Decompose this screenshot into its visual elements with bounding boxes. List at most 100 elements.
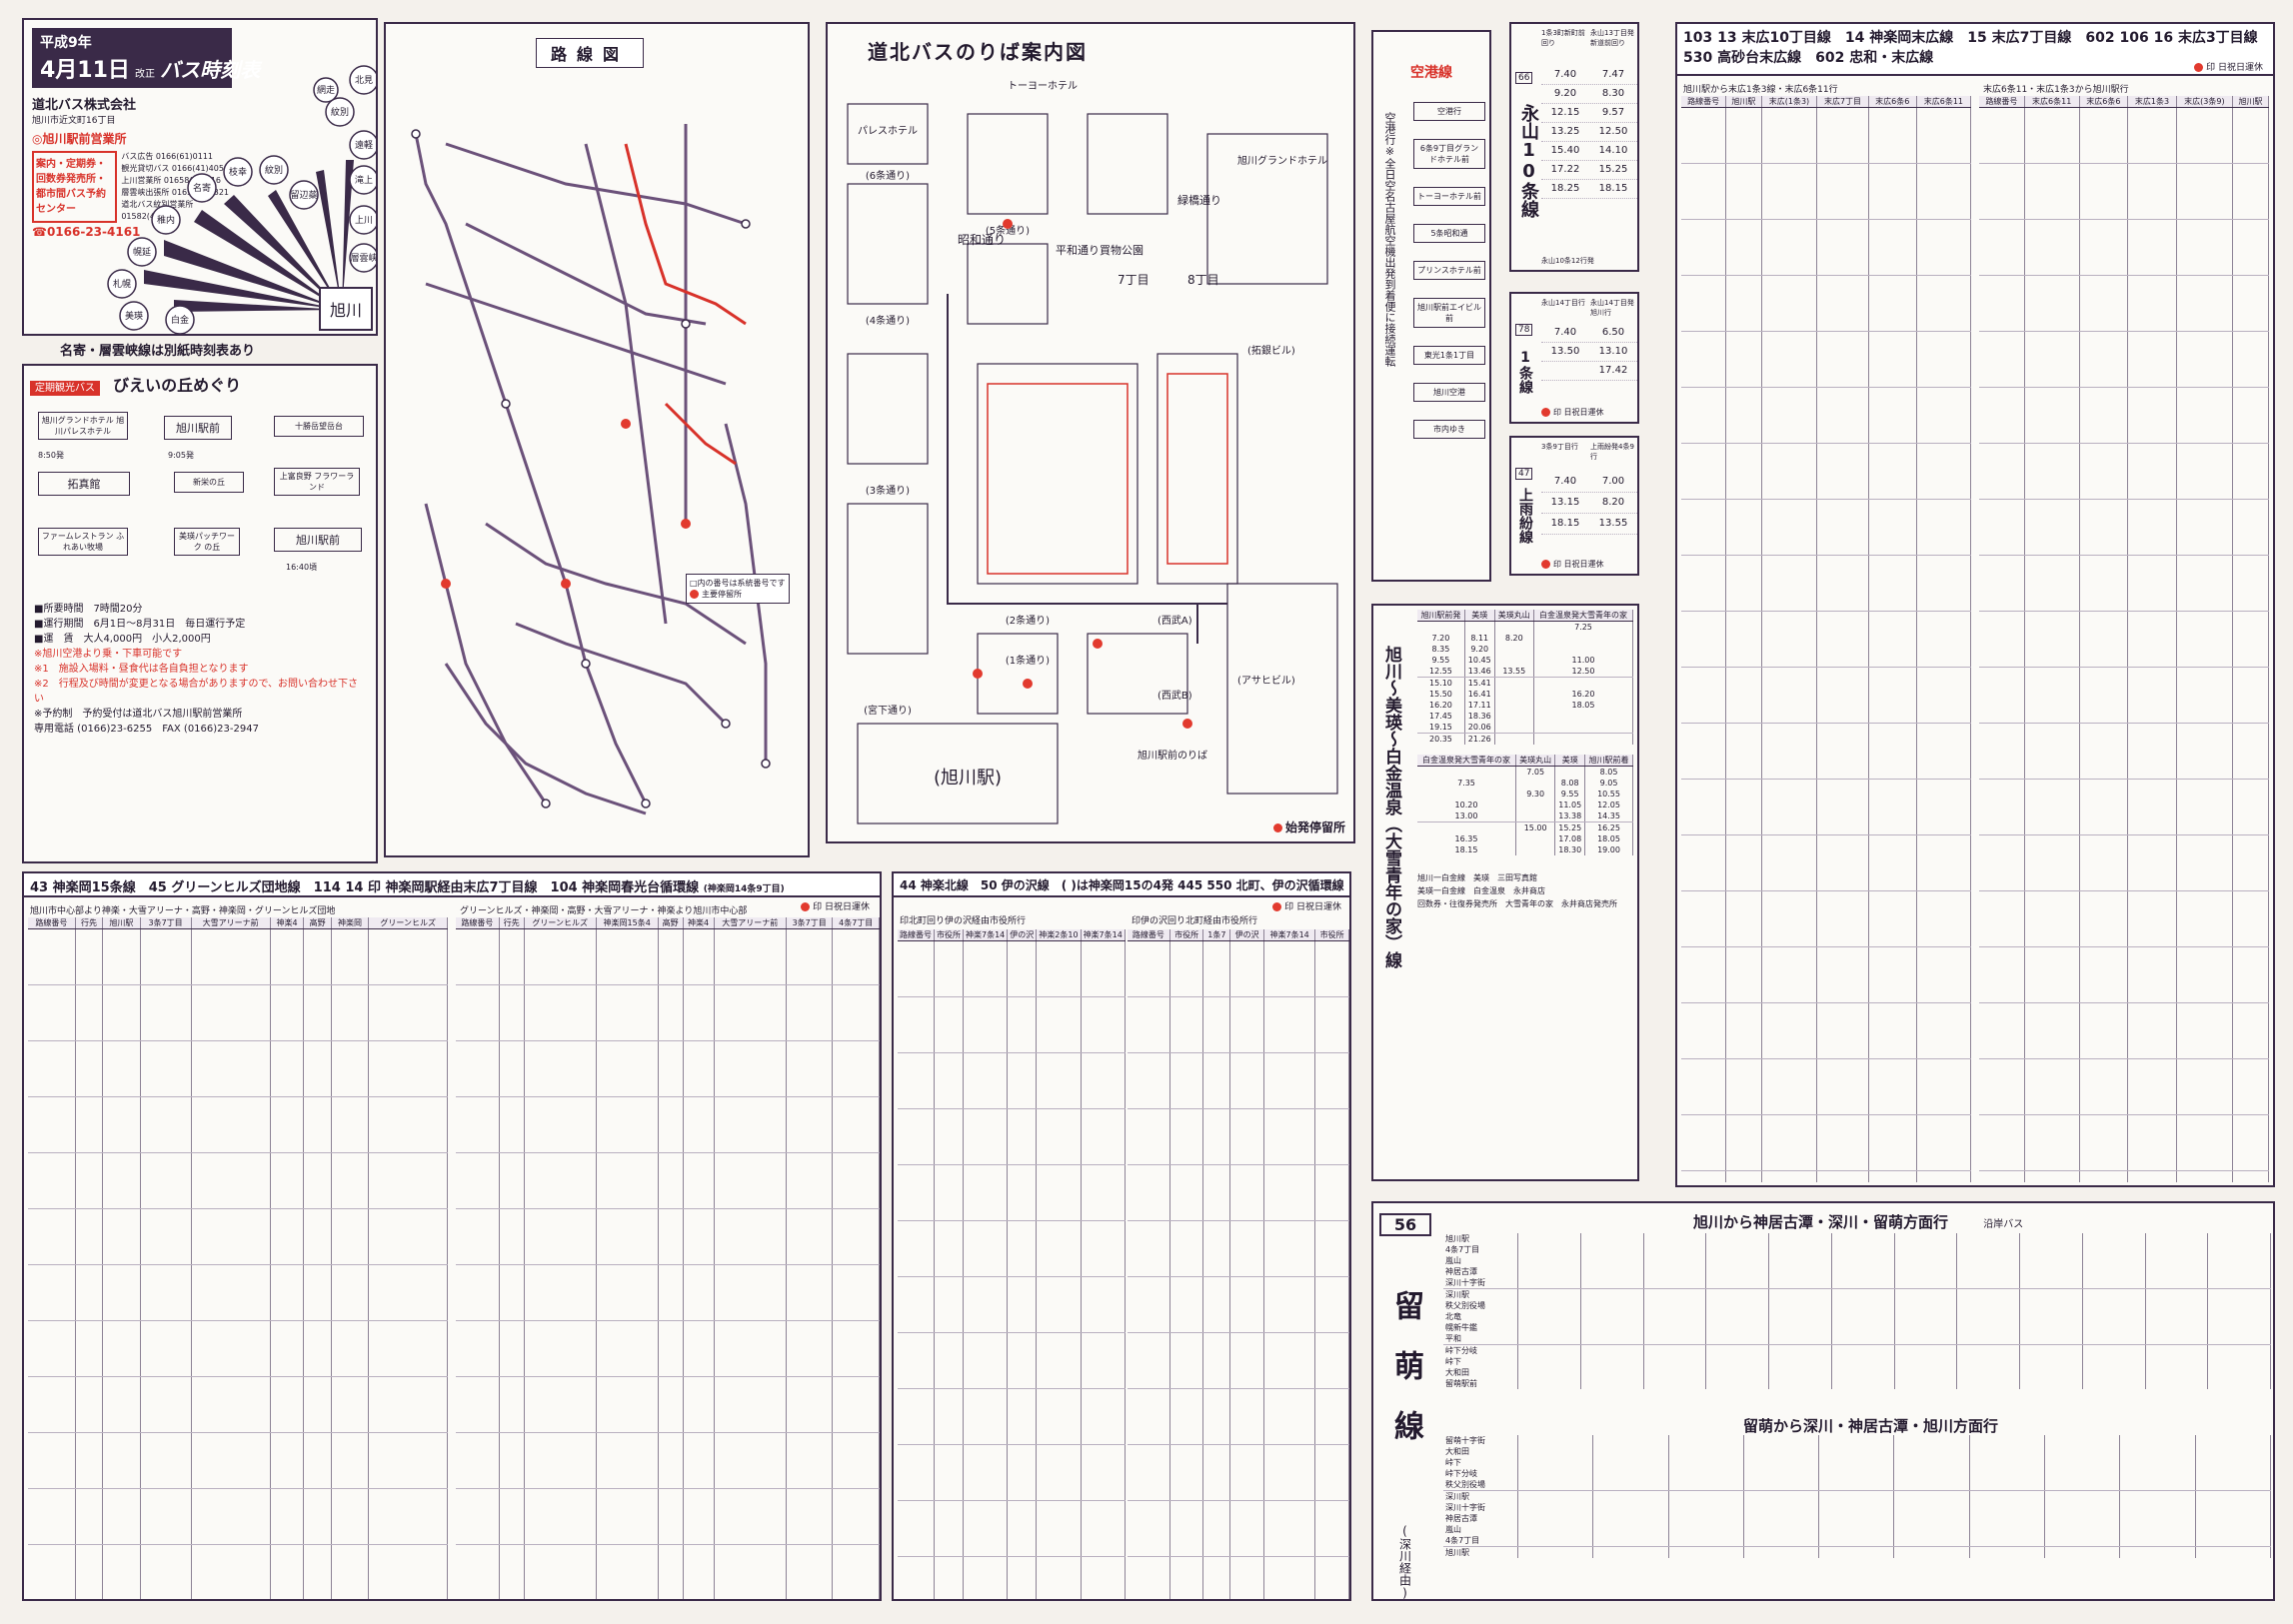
rumoi-title-1: 旭川から神居古潭・深川・留萌方面行 沿岸バス [1693,1213,2024,1231]
table-row: 大和田 [1443,1367,2271,1378]
tour-route: 旭川グランドホテル 旭川パレスホテル 8:50発 旭川駅前 9:05発 十勝岳望… [24,402,376,602]
table-row [898,1489,1126,1501]
kagurakita-title: 44 神楽北線 50 伊の沢線 ( )は神楽岡15の4発 445 550 北町、… [894,873,1349,897]
table-row: 4条7丁目 [1443,1535,2272,1547]
table-row [28,1556,448,1567]
kagurakita-caption: 印北町回り伊の沢経由市役所行 [900,916,1027,926]
table-row [1681,958,1972,969]
table-row [28,1544,448,1556]
table-row [28,1533,448,1545]
table-row [1681,779,1972,791]
column-header: 市役所 [1169,929,1204,941]
table-row [1128,1534,1349,1545]
kaguraoka-left-caption: 旭川市中心部より神楽・大雪アリーナ・高野・神楽岡・グリーンヒルズ団地 [30,906,336,916]
table-row [456,1208,880,1220]
table-row [1979,656,2269,668]
table-row [1979,197,2269,208]
guide-title: 道北バスのりば案内図 [868,40,1088,64]
table-row [1128,1008,1349,1019]
table-row [1681,555,1972,567]
table-row [1681,354,1972,365]
table-row [898,1187,1126,1198]
table-row [898,940,1126,952]
table-row [1681,421,1972,432]
table-row [1128,952,1349,963]
table-row [456,1164,880,1175]
svg-text:パレスホテル: パレスホテル [858,125,918,137]
table-row [1681,812,1972,823]
table-row [28,1141,448,1153]
table-row [1128,1590,1349,1599]
biei-agents: 旭川一白金線 美瑛 三田写真館美瑛一白金線 白金温泉 永井商店回数券・往復券発売… [1417,873,1617,908]
table-row [1681,1058,1972,1070]
table-row [1128,1467,1349,1478]
table-row [1128,1344,1349,1355]
column-header: 末広1条3 [2127,96,2177,108]
table-row: 深川駅 [1443,1288,2271,1300]
table-row [28,996,448,1007]
column-header: 伊の沢 [1007,929,1038,941]
table-row [1979,130,2269,141]
column-header: 路線番号 [1979,96,2025,108]
table-row [1681,902,1972,913]
table-row [1681,499,1972,511]
table-row [28,1444,448,1455]
biei-panel: 旭川〜美瑛〜白金温泉（大雪青年の家）線 旭川駅前発美瑛美瑛丸山白金温泉発大雪青年… [1371,604,1639,1181]
table-row [28,1096,448,1108]
table-row [1681,757,1972,768]
table-row [898,1232,1126,1243]
table-row [1979,823,2269,835]
table-row [1979,119,2269,130]
table-row [1128,1153,1349,1165]
table-row [898,1310,1126,1321]
column-header: 末広6条6 [2079,96,2129,108]
table-row [1979,533,2269,544]
table-row [898,985,1126,997]
table-row [1128,1131,1349,1142]
tour-info: ■所要時間 7時間20分■運行期間 6月1日〜8月31日 毎日運行予定■運 賃 … [34,604,359,735]
table-row [28,940,448,951]
table-row [898,1008,1126,1019]
airport-title: 空港線 [1410,65,1452,81]
table-row [1128,1176,1349,1187]
svg-text:幌延: 幌延 [133,246,151,258]
kamiamakusa-num: 47 [1515,468,1533,480]
table-row [1979,834,2269,846]
table-row [1681,890,1972,902]
table-row [1681,231,1972,242]
table-row [1128,1030,1349,1041]
airport-panel: 空港線 空港行※全日空名古屋航空機出発到着便に接続運転 空港行 6条9丁目グラン… [1371,30,1491,582]
table-row [898,1523,1126,1534]
svg-text:旭川グランドホテル: 旭川グランドホテル [1237,154,1327,167]
table-row [898,952,1126,963]
svg-text:稚内: 稚内 [157,214,175,226]
table-row [1979,455,2269,466]
table-row [1979,1103,2269,1115]
table-row [1128,1556,1349,1568]
table-row [1979,1070,2269,1081]
table-row: 峠下分岐 [1443,1468,2272,1479]
table-row [898,974,1126,985]
column-header: 市役所 [1314,929,1349,941]
table-row [1979,902,2269,913]
table-row [1979,723,2269,735]
table-row [1128,1512,1349,1523]
table-row [456,1556,880,1567]
table-row [28,1287,448,1298]
column-header: 神楽4 [683,917,715,929]
table-row [1681,567,1972,578]
table-row [1979,857,2269,868]
table-row [1681,712,1972,724]
table-row [456,1130,880,1141]
table-row [1681,197,1972,208]
table-row: 峠下分岐 [1443,1344,2271,1356]
table-row [1681,600,1972,612]
table-row [28,1253,448,1265]
table-row [1681,1114,1972,1126]
